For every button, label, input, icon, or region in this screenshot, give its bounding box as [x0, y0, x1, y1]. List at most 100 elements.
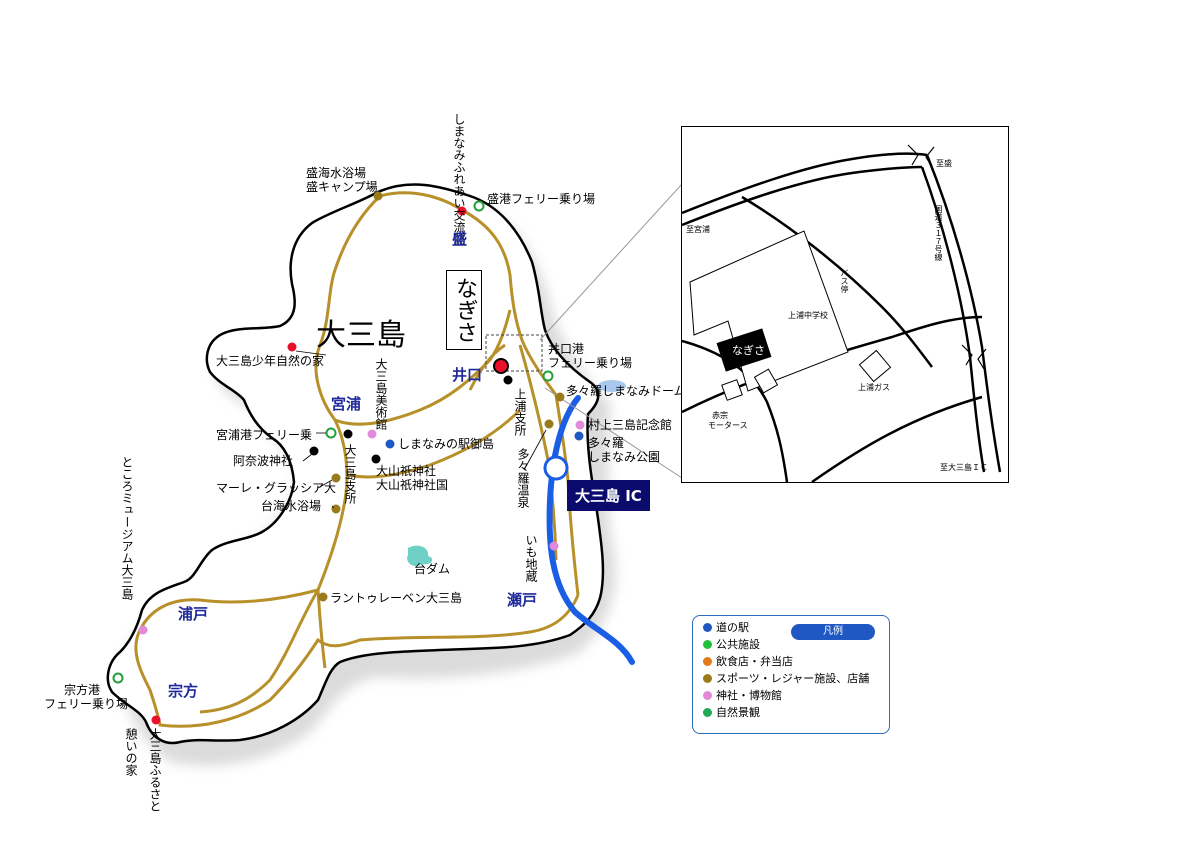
- inset-marker: [485, 334, 543, 372]
- legend-dot-icon: [703, 640, 712, 649]
- map-point-icon: [151, 715, 161, 725]
- legend: 凡例 道の駅 公共施設 飲食店・弁当店 スポーツ・レジャー施設、店舗 神社・博物…: [692, 615, 890, 734]
- legend-dot-icon: [703, 674, 712, 683]
- label-dai-dam: 台ダム: [414, 562, 451, 576]
- label-sakari-ferry: 盛港フェリー乗り場: [487, 192, 596, 206]
- label-imojizo: いも地蔵: [524, 534, 538, 582]
- inset-label-to-ic: 至大三島ＩＣ: [940, 463, 988, 472]
- map-point-icon: [325, 427, 337, 439]
- label-iguchi-ferry-1: 井口港: [548, 342, 585, 356]
- label-miyaura-ferry: 宮浦港フェリー乗: [216, 428, 313, 442]
- label-kamiura-shisho: 上浦支所: [513, 388, 527, 436]
- label-iguchi-ferry-2: フェリー乗り場: [548, 356, 633, 370]
- map-points: [112, 191, 585, 725]
- district-urado: 浦戸: [178, 605, 209, 623]
- map-point-icon: [112, 672, 124, 684]
- legend-label: 道の駅: [716, 621, 749, 634]
- inset-map: 至盛 至宮浦 国道３１７号線 バス停 上浦中学校 なぎさ 上浦ガス 赤宗 モータ…: [681, 126, 1009, 484]
- map-point-icon: [542, 370, 554, 382]
- label-oyamazumi-1: 大山祇神社: [376, 464, 437, 478]
- label-furusato-2: 憩いの家: [124, 728, 138, 776]
- legend-label: 自然景観: [716, 706, 760, 719]
- legend-dot-icon: [703, 691, 712, 700]
- label-shonen-shizen: 大三島少年自然の家: [216, 354, 325, 368]
- label-furusato-1: 大三島ふるさと: [148, 728, 162, 812]
- map-point-icon: [371, 454, 381, 464]
- inset-label-route: 国道３１７号線: [934, 205, 943, 261]
- inset-label-school: 上浦中学校: [788, 311, 828, 320]
- inset-label-shiba: 至盛: [936, 159, 952, 168]
- inset-label-miyaura: 至宮浦: [686, 225, 710, 234]
- legend-row: 公共施設: [703, 639, 760, 651]
- legend-label: スポーツ・レジャー施設、店舗: [716, 672, 870, 685]
- inset-label-bus: バス停: [840, 269, 849, 293]
- legend-row: 自然景観: [703, 707, 760, 719]
- label-tokoro: ところミュージアム大三島: [120, 456, 134, 600]
- label-marre: マーレ・グラッシア大: [216, 481, 337, 495]
- label-murakami: 村上三島記念館: [588, 418, 673, 432]
- map-point-icon: [493, 358, 509, 374]
- map-point-icon: [503, 375, 513, 385]
- island-title: 大三島: [316, 318, 406, 353]
- label-michinoeki: しまなみの駅御島: [398, 437, 495, 451]
- map-point-icon: [309, 446, 319, 456]
- district-seto: 瀬戸: [507, 591, 538, 609]
- label-lantoulebe: ラントゥレーベン大三島: [330, 591, 463, 605]
- label-munakata-ferry-1: 宗方港: [64, 683, 101, 697]
- legend-row: スポーツ・レジャー施設、店舗: [703, 673, 869, 685]
- label-sakari-camp: 盛キャンプ場: [306, 180, 378, 194]
- map-point-icon: [367, 429, 377, 439]
- legend-label: 神社・博物館: [716, 689, 782, 702]
- map-point-icon: [385, 439, 395, 449]
- map-point-icon: [318, 592, 328, 602]
- inset-label-nagisa: なぎさ: [732, 344, 765, 357]
- label-oyamazumi-2: 大山祇神社国: [376, 478, 449, 492]
- map-point-icon: [331, 504, 341, 514]
- ic-label: 大三島 IC: [567, 480, 650, 511]
- label-bijutsukan: 大三島美術館: [374, 358, 388, 430]
- legend-row: 神社・博物館: [703, 690, 782, 702]
- label-munakata-ferry-2: フェリー乗り場: [44, 697, 129, 711]
- dam-shape: [407, 545, 433, 567]
- district-miyaura: 宮浦: [331, 395, 362, 413]
- map-point-icon: [473, 200, 485, 212]
- map-point-icon: [138, 625, 148, 635]
- label-tatara-park-1: 多々羅: [588, 436, 625, 450]
- map-point-icon: [544, 419, 554, 429]
- ic-marker: [543, 455, 569, 481]
- inset-label-akamune-2: モータース: [708, 421, 748, 430]
- legend-row: 飲食店・弁当店: [703, 656, 793, 668]
- label-tatara-park-2: しまなみ公園: [588, 450, 661, 464]
- label-fureai: しまなみふれあい交流館: [452, 113, 466, 245]
- inset-nagisa-building: [716, 328, 772, 372]
- legend-dot-icon: [703, 623, 712, 632]
- district-iguchi: 井口: [452, 366, 483, 384]
- map-point-icon: [549, 541, 559, 551]
- map-point-icon: [555, 392, 565, 402]
- nagisa-box: なぎさ: [446, 270, 482, 350]
- dome-shape: [598, 380, 626, 392]
- legend-row: 道の駅: [703, 622, 749, 634]
- map-point-icon: [574, 431, 584, 441]
- inset-label-akamune-1: 赤宗: [712, 411, 728, 420]
- label-daikai-beach: 台海水浴場: [261, 499, 322, 513]
- inset-label-gas: 上浦ガス: [858, 383, 890, 392]
- legend-label: 公共施設: [716, 638, 760, 651]
- district-sakari: 盛: [452, 230, 468, 248]
- legend-label: 飲食店・弁当店: [716, 655, 793, 668]
- label-tatara-onsen: 多々羅温泉: [516, 448, 530, 508]
- map-point-icon: [575, 420, 585, 430]
- legend-dot-icon: [703, 657, 712, 666]
- legend-dot-icon: [703, 708, 712, 717]
- label-oomishima-shisho: 大三島支所: [343, 444, 357, 504]
- expressway: [546, 395, 635, 665]
- label-anami: 阿奈波神社: [233, 454, 294, 468]
- district-munakata: 宗方: [168, 682, 199, 700]
- label-tatara-dome: 多々羅しまなみドーム: [566, 384, 686, 398]
- map-point-icon: [373, 191, 383, 201]
- map-point-icon: [343, 429, 353, 439]
- map-point-icon: [457, 206, 467, 216]
- legend-title: 凡例: [791, 624, 875, 640]
- inset-drawing: [681, 144, 1002, 484]
- map-point-icon: [331, 473, 341, 483]
